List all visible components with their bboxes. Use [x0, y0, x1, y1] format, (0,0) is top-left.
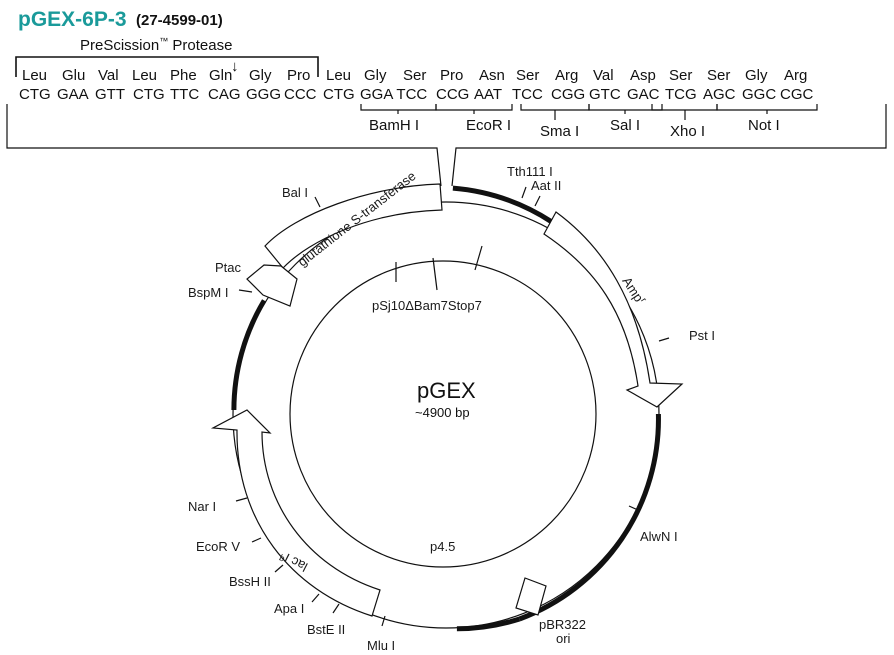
aa-2: Glu [62, 67, 85, 84]
site-tth111: Tth111 I [507, 164, 553, 179]
codon-19: GGC [742, 86, 776, 103]
codon-3: GTT [95, 86, 125, 103]
protease-name: PreScission™ Protease [80, 36, 232, 54]
amp-feature: Ampr [543, 211, 684, 408]
site-ecorv: EcoR V [196, 539, 240, 554]
site-xho1: Xho I [670, 123, 705, 140]
aa-18: Ser [669, 67, 692, 84]
codon-15: GTC [589, 86, 621, 103]
aa-8: Pro [287, 67, 310, 84]
site-nar1: Nar I [188, 499, 216, 514]
insert-region-lines [6, 104, 887, 187]
plasmid-name: pGEX [417, 378, 476, 403]
label-ptac: Ptac [215, 260, 242, 275]
site-mlu1: Mlu I [367, 638, 395, 653]
cleavage-arrow-icon: ↓ [231, 58, 239, 75]
site-bssh2: BssH II [229, 574, 271, 589]
codon-7: GGG [246, 86, 281, 103]
aa-1: Leu [22, 67, 47, 84]
site-pst1: Pst I [689, 328, 715, 343]
ptac-arrow [246, 264, 298, 307]
plasmid-backbone [231, 185, 661, 632]
aa-13: Asn [479, 67, 505, 84]
site-bste2: BstE II [307, 622, 345, 637]
codon-11: CCG [436, 86, 469, 103]
codon-2: GAA [57, 86, 89, 103]
label-ori-1: pBR322 [539, 617, 586, 632]
site-sal1: Sal I [610, 117, 640, 134]
label-ori-2: ori [556, 631, 571, 646]
site-ecor1: EcoR I [466, 117, 511, 134]
inner-circle [289, 260, 597, 568]
aa-3: Val [98, 67, 119, 84]
aa-16: Val [593, 67, 614, 84]
codon-20: CGC [780, 86, 814, 103]
codon-17: TCG [665, 86, 697, 103]
codon-16: GAC [627, 86, 660, 103]
codon-13: TCC [512, 86, 543, 103]
codon-4: CTG [133, 86, 165, 103]
codon-6: CAG [208, 86, 241, 103]
aa-20: Gly [745, 67, 768, 84]
site-bspm1: BspM I [188, 285, 228, 300]
site-not1: Not I [748, 117, 780, 134]
vector-title: pGEX-6P-3 [18, 8, 127, 31]
aa-9: Leu [326, 67, 351, 84]
inner-tick-3 [474, 245, 483, 271]
aa-15: Arg [555, 67, 578, 84]
gst-feature: glutathione S-transferase [264, 168, 443, 269]
aa-11: Ser [403, 67, 426, 84]
prescission-bracket [15, 56, 319, 77]
codon-8: CCC [284, 86, 317, 103]
label-psj: pSj10ΔBam7Stop7 [372, 298, 482, 313]
codon-10: GGA TCC [360, 86, 427, 103]
codon-9: CTG [323, 86, 355, 103]
aa-7: Gly [249, 67, 272, 84]
codon-row: CTG GAA GTT CTG TTC CAG GGG CCC CTG GGA … [19, 86, 814, 103]
aa-10: Gly [364, 67, 387, 84]
site-bamh1: BamH I [369, 117, 419, 134]
site-ticks [235, 186, 670, 627]
aa-14: Ser [516, 67, 539, 84]
codon-18: AGC [703, 86, 736, 103]
catalog-number: (27-4599-01) [136, 12, 223, 29]
aa-19: Ser [707, 67, 730, 84]
plasmid-size: ~4900 bp [415, 405, 470, 420]
codon-1: CTG [19, 86, 51, 103]
amino-acid-row: Leu Glu Val Leu Phe Gln Gly Pro Leu Gly … [22, 67, 807, 84]
aa-17: Asp [630, 67, 656, 84]
label-p45: p4.5 [430, 539, 455, 554]
codon-12: AAT [474, 86, 502, 103]
site-bal1: Bal I [282, 185, 308, 200]
site-aat2: Aat II [531, 178, 561, 193]
ori-box [515, 577, 547, 616]
aa-12: Pro [440, 67, 463, 84]
site-sma1: Sma I [540, 123, 579, 140]
codon-5: TTC [170, 86, 199, 103]
site-apa1: Apa I [274, 601, 304, 616]
site-alwn1: AlwN I [640, 529, 678, 544]
aa-21: Arg [784, 67, 807, 84]
mcs-site-brackets [360, 104, 818, 120]
aa-6: Gln [209, 67, 232, 84]
aa-4: Leu [132, 67, 157, 84]
codon-14: CGG [551, 86, 585, 103]
aa-5: Phe [170, 67, 197, 84]
inner-tick-2 [432, 257, 438, 291]
